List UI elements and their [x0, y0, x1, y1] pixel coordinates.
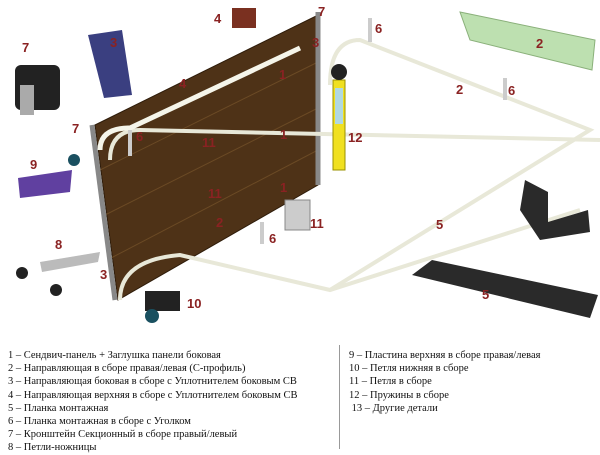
legend-item: 1 – Сендвич-панель + Заглушка панели бок…	[8, 350, 221, 361]
callout: 8	[55, 237, 63, 252]
legend-right: 9 – Пластина верхняя в сборе правая/лева…	[349, 349, 540, 415]
roller	[331, 64, 347, 80]
callout: 1	[280, 180, 288, 195]
callout: 9	[30, 157, 38, 172]
legend-item: 4 – Направляющая верхняя в сборе с Уплот…	[8, 389, 298, 401]
part-3-rail	[88, 30, 132, 98]
callout: 1	[280, 127, 288, 142]
legend-item: 6 – Планка монтажная в сборе с Уголком	[8, 416, 191, 428]
part-2-rail	[459, 11, 596, 71]
legend-item: 2 – Направляющая в сборе правая/левая (С…	[8, 363, 246, 375]
callout: 2	[456, 82, 464, 97]
callout: 1	[279, 67, 287, 82]
callout: 11	[202, 135, 216, 150]
guide-rail-right	[328, 37, 595, 292]
legend-item: 5 – Планка монтажная	[8, 402, 109, 414]
side-rail-left	[89, 124, 118, 301]
garage-door-diagram	[15, 8, 600, 323]
callout: 10	[187, 296, 202, 311]
callout: 6	[508, 83, 516, 98]
callout: 7	[22, 40, 30, 55]
legend-item: 9 – Пластина верхняя в сборе правая/лева…	[349, 350, 541, 361]
part-4-bracket	[232, 8, 256, 28]
callout: 11	[208, 186, 222, 201]
callout: 3	[110, 35, 118, 50]
legend-item: 8 – Петли-ножницы	[8, 442, 97, 454]
callout: 4	[179, 76, 187, 91]
callout: 6	[136, 129, 144, 144]
callout: 2	[536, 36, 544, 51]
legend-item: 3 – Направляющая боковая в сборе с Уплот…	[8, 376, 297, 388]
guide-rail-left	[108, 127, 600, 301]
callout: 6	[269, 231, 277, 246]
legend-divider	[339, 345, 340, 449]
callout: 11	[310, 216, 324, 231]
callout: 7	[72, 121, 80, 136]
part-10-hinge	[145, 291, 180, 311]
legend-item: 10 – Петля нижняя в сборе	[349, 363, 469, 375]
legend-left: 1 – Сендвич-панель + Заглушка панели бок…	[8, 349, 298, 455]
part-9-plate	[18, 170, 72, 198]
callout: 5	[482, 287, 490, 302]
callout: 3	[312, 35, 320, 50]
callout: 5	[436, 217, 444, 232]
legend-item: 12 – Пружины в сборе	[349, 389, 449, 401]
legend-item: 13 – Другие детали	[349, 402, 438, 414]
callout: 3	[100, 267, 108, 282]
part-11-hinge	[284, 199, 311, 231]
callout: 4	[214, 11, 222, 26]
legend-item: 7 – Кронштейн Секционный в сборе правый/…	[8, 429, 238, 441]
part-13-angle	[520, 180, 590, 240]
callout: 7	[318, 4, 326, 19]
part-8-hinge	[40, 252, 100, 272]
callout: 2	[216, 215, 224, 230]
callout: 6	[375, 21, 383, 36]
callout: 12	[348, 130, 363, 145]
legend-item: 11 – Петля в сборе	[349, 376, 432, 388]
part-5-plank	[412, 260, 598, 318]
